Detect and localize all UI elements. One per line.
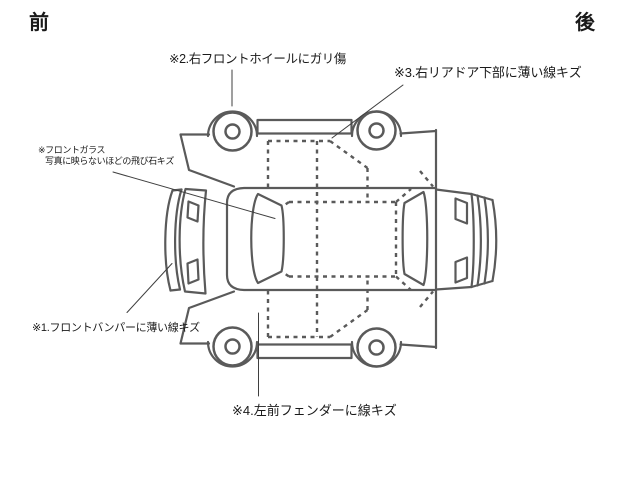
- windshield: [250, 192, 285, 285]
- rear-door-diagonal-right: [329, 140, 369, 169]
- wheel-front-right: [212, 111, 253, 152]
- front-orientation-label: 前: [29, 12, 50, 34]
- wheel-front-left-hub: [224, 338, 241, 355]
- front-bumper-bottom-edge: [169, 288, 182, 292]
- rear-panel-top-edge: [434, 188, 473, 196]
- left-side-rear-edge: [399, 343, 438, 349]
- front-face-panel: [178, 187, 208, 295]
- rear-panel-edge: [470, 192, 475, 289]
- taillight-lower: [454, 256, 469, 284]
- headlight-upper: [186, 200, 200, 223]
- wheel-rear-left-hub: [368, 339, 385, 356]
- wheel-rear-left: [356, 327, 397, 368]
- panel-dashed-group: [266, 139, 434, 339]
- rocker-panel-left: [256, 343, 353, 360]
- rear-bumper-top-edge: [470, 192, 494, 202]
- top-view-body: [225, 186, 438, 292]
- wheel-rear-right: [356, 110, 397, 151]
- note-right-front-wheel: ※2.右フロントホイールにガリ傷: [169, 52, 346, 66]
- leader-lines-group: [112, 69, 404, 397]
- rocker-panel-right: [256, 118, 353, 135]
- right-side-rear-edge: [399, 129, 438, 135]
- wheel-front-left: [212, 326, 253, 367]
- leader-note1-bumper: [126, 263, 173, 313]
- rear-bumper-bottom-edge: [470, 279, 494, 289]
- c-pillar-diagonal-left: [395, 275, 412, 291]
- rear-bumper-line-2: [483, 196, 489, 285]
- front-bumper-inner: [174, 188, 183, 291]
- rear-orientation-label: 後: [575, 12, 596, 34]
- note-left-front-fender: ※4.左前フェンダーに線キズ: [232, 403, 397, 418]
- leader-front-glass: [112, 171, 276, 219]
- front-bumper-outer: [164, 189, 174, 292]
- rear-bumper-outer: [491, 198, 498, 283]
- roof-corner-front-left: [281, 271, 290, 278]
- wheel-front-right-hub: [224, 123, 241, 140]
- quarter-panel-line-left: [419, 290, 434, 308]
- note-front-glass-line2: 写真に映らないほどの飛び石キズ: [45, 156, 175, 166]
- right-side-front-slant: [179, 133, 236, 188]
- leader-note3-rear-door: [331, 84, 404, 139]
- roof-corner-front-right: [281, 201, 290, 208]
- wheel-rear-right-hub: [368, 122, 385, 139]
- left-side-front-slant: [179, 290, 236, 345]
- note-right-rear-door: ※3.右リアドア下部に薄い線キズ: [394, 65, 582, 80]
- rear-door-diagonal-left: [329, 309, 369, 338]
- quarter-panel-line-right: [419, 170, 434, 188]
- note-front-glass: ※フロントガラス 写真に映らないほどの飛び石キズ: [38, 145, 174, 167]
- headlight-lower: [186, 258, 200, 285]
- car-outline-group: [164, 110, 498, 368]
- rear-panel-bottom-edge: [434, 285, 473, 291]
- note-front-bumper: ※1.フロントバンパーに薄い線キズ: [32, 322, 200, 334]
- taillight-upper: [454, 197, 469, 225]
- rear-bumper-line-1: [476, 194, 482, 287]
- rear-window: [401, 190, 429, 287]
- note-front-glass-line1: ※フロントガラス: [38, 145, 106, 155]
- c-pillar-diagonal-right: [395, 188, 412, 203]
